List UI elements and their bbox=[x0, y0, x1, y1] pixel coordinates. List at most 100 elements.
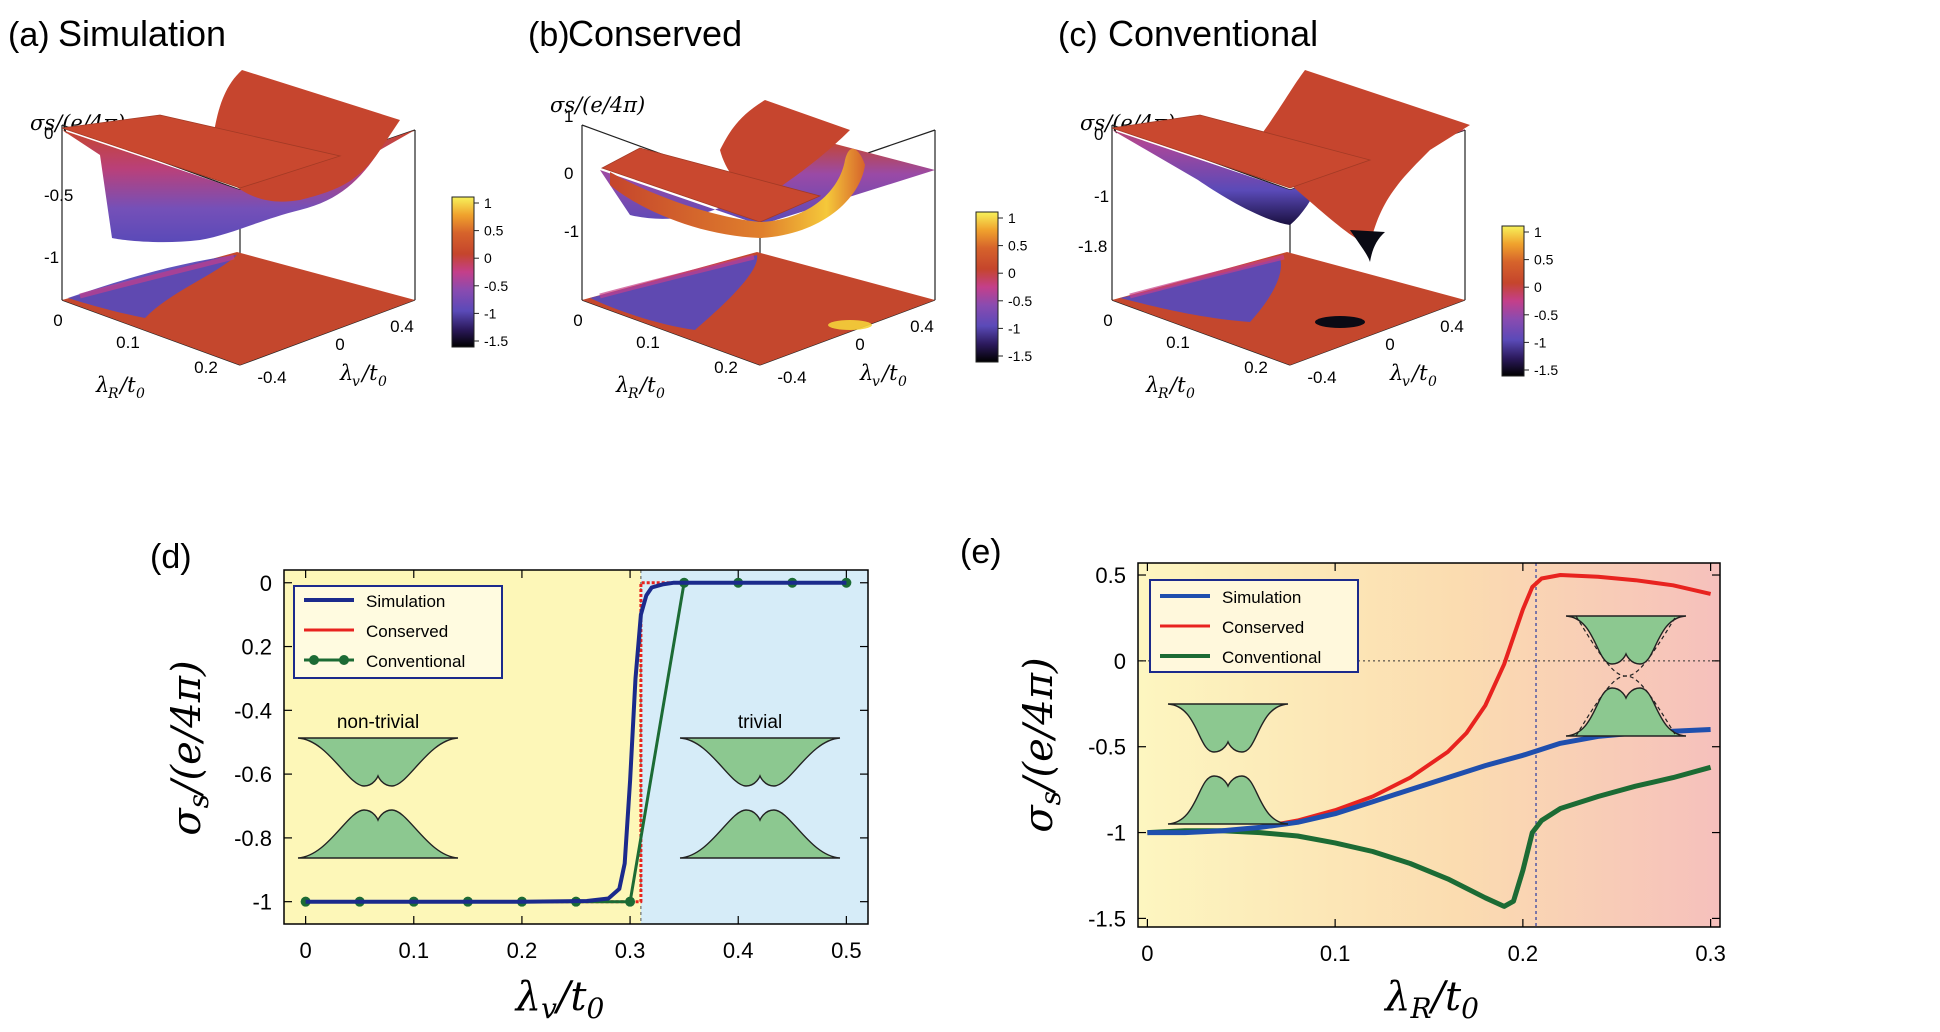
colorbar-1 bbox=[451, 196, 475, 348]
x-label-3-b: R bbox=[1157, 386, 1169, 402]
plot-lines-d bbox=[300, 570, 852, 924]
x-label-3-d: 0 bbox=[1186, 386, 1195, 402]
trivial-label: trivial bbox=[738, 712, 782, 733]
y-tick-2-2: 0.4 bbox=[910, 317, 934, 336]
y-label-3-d: 0 bbox=[1428, 374, 1437, 390]
conduction-band bbox=[1167, 703, 1289, 753]
x-tick-1-2: 0.2 bbox=[194, 358, 218, 377]
x-tick-2-0: 0 bbox=[573, 311, 582, 330]
x-label-1-b: R bbox=[107, 386, 119, 402]
y-label-2-d: 0 bbox=[898, 374, 907, 390]
x-tick-3-2: 0.2 bbox=[1244, 358, 1268, 377]
y-label-1-c: /t bbox=[360, 361, 378, 385]
panel-title-2: Conserved bbox=[568, 13, 742, 54]
y-label-2-b: v bbox=[872, 374, 880, 390]
contour-darkspot bbox=[1315, 316, 1365, 328]
x-tick-label-2: 0.2 bbox=[1508, 941, 1539, 966]
y-label-1-b: v bbox=[352, 374, 360, 390]
x-tick-2-2: 0.2 bbox=[714, 358, 738, 377]
colorbar-2 bbox=[975, 211, 999, 363]
z-tick-1-1: -0.5 bbox=[44, 186, 73, 205]
x-tick-label-2: 0.2 bbox=[507, 938, 538, 963]
x-label-2-d: 0 bbox=[656, 386, 665, 402]
colorbar-label-2-5: -1.5 bbox=[1008, 348, 1032, 364]
y-tick-1-0: -0.4 bbox=[257, 368, 286, 387]
x-axis-label-d: λv/t0 bbox=[514, 974, 605, 1025]
x-label-3-c: /t bbox=[1168, 373, 1186, 397]
surface-top-2 bbox=[600, 147, 822, 223]
x-tick-3-0: 0 bbox=[1103, 311, 1112, 330]
z-axis-label-2: σs/(e/4π) bbox=[550, 93, 645, 117]
crossing-branch-bottom bbox=[1575, 675, 1677, 737]
colorbar-3 bbox=[1501, 225, 1525, 377]
colorbar-label-3-5: -1.5 bbox=[1534, 362, 1558, 378]
z-tick-3-1: -1 bbox=[1094, 187, 1109, 206]
z-tick-1-0: 0 bbox=[44, 124, 53, 143]
legend-simulation-e: Simulation bbox=[1222, 588, 1301, 607]
y-axis-label-e: σs/(e/4π) bbox=[1016, 657, 1067, 832]
y-axis-label-d: σs/(e/4π) bbox=[164, 660, 215, 835]
z-tick-2-1: 0 bbox=[564, 164, 573, 183]
band-diagram-nontrivial bbox=[297, 737, 459, 859]
y-label-2-c: /t bbox=[880, 361, 898, 385]
x-tick-label-1: 0.1 bbox=[398, 938, 429, 963]
colorbar-label-3-0: 1 bbox=[1534, 224, 1542, 240]
series-point-6 bbox=[625, 896, 636, 907]
legend-conventional-e: Conventional bbox=[1222, 648, 1321, 667]
surface-panels: (a)Simulationσs/(e/4π)0-0.5-100.10.2λR/t… bbox=[8, 13, 1558, 402]
surface-panel-1: (a)Simulationσs/(e/4π)0-0.5-100.10.2λR/t… bbox=[8, 13, 508, 402]
x-tick-label-1: 0.1 bbox=[1320, 941, 1351, 966]
valence-band bbox=[679, 809, 841, 859]
colorbar-label-2-0: 1 bbox=[1008, 210, 1016, 226]
panel-label-3: (c) bbox=[1058, 16, 1098, 54]
contour-edge-1 bbox=[79, 254, 235, 299]
colorbar-label-2-1: 0.5 bbox=[1008, 238, 1028, 254]
surface-wall-2 bbox=[720, 100, 850, 200]
panel-e-label: (e) bbox=[960, 533, 1002, 571]
z-tick-3-0: 0 bbox=[1094, 125, 1103, 144]
y-label-3-a: λ bbox=[1389, 361, 1403, 385]
x-tick-3-1: 0.1 bbox=[1166, 333, 1190, 352]
legend-simulation-d: Simulation bbox=[366, 592, 445, 611]
y-tick-label-3: -1 bbox=[1106, 821, 1126, 846]
colorbar-label-1-3: -0.5 bbox=[484, 278, 508, 294]
x-tick-label-0: 0 bbox=[300, 938, 312, 963]
panel-title-1: Simulation bbox=[58, 13, 226, 54]
contour-region-3 bbox=[1120, 258, 1281, 322]
y-tick-label-0: 0 bbox=[260, 571, 272, 596]
x-label-2-b: R bbox=[627, 386, 639, 402]
colorbar-label-1-0: 1 bbox=[484, 195, 492, 211]
panel-title-3: Conventional bbox=[1108, 13, 1318, 54]
y-label-2-a: λ bbox=[859, 361, 873, 385]
y-tick-2-1: 0 bbox=[855, 335, 864, 354]
y-tick-3-2: 0.4 bbox=[1440, 317, 1464, 336]
y-tick-labels-d: 00.2-0.4-0.6-0.8-1 bbox=[234, 571, 272, 915]
x-tick-label-4: 0.4 bbox=[723, 938, 754, 963]
y-label-3-c: /t bbox=[1410, 361, 1428, 385]
x-tick-1-0: 0 bbox=[53, 311, 62, 330]
x-axis-label-e: λR/t0 bbox=[1383, 974, 1479, 1025]
y-tick-label-2: -0.4 bbox=[234, 698, 272, 723]
x-tick-label-0: 0 bbox=[1141, 941, 1153, 966]
y-tick-3-0: -0.4 bbox=[1307, 368, 1336, 387]
surface-panel-3: (c)Conventionalσs/(e/4π)0-1-1.800.10.2λR… bbox=[1058, 13, 1558, 402]
series-line-simulation bbox=[305, 580, 847, 904]
plot-frame-e bbox=[1137, 562, 1721, 928]
legend-conventional-d: Conventional bbox=[366, 652, 465, 671]
x-label-2-a: λ bbox=[615, 373, 629, 397]
z-tick-1-2: -1 bbox=[44, 248, 59, 267]
band-diagram-crossing bbox=[1565, 615, 1687, 737]
y-tick-label-4: -0.8 bbox=[234, 826, 272, 851]
y-tick-label-1: 0.2 bbox=[241, 635, 272, 660]
z-tick-2-0: 1 bbox=[564, 107, 573, 126]
legend-marker-1 bbox=[309, 655, 319, 665]
y-tick-label-3: -0.6 bbox=[234, 762, 272, 787]
conduction-band bbox=[679, 737, 841, 787]
y-tick-3-1: 0 bbox=[1385, 335, 1394, 354]
y-tick-label-1: 0 bbox=[1114, 649, 1126, 674]
